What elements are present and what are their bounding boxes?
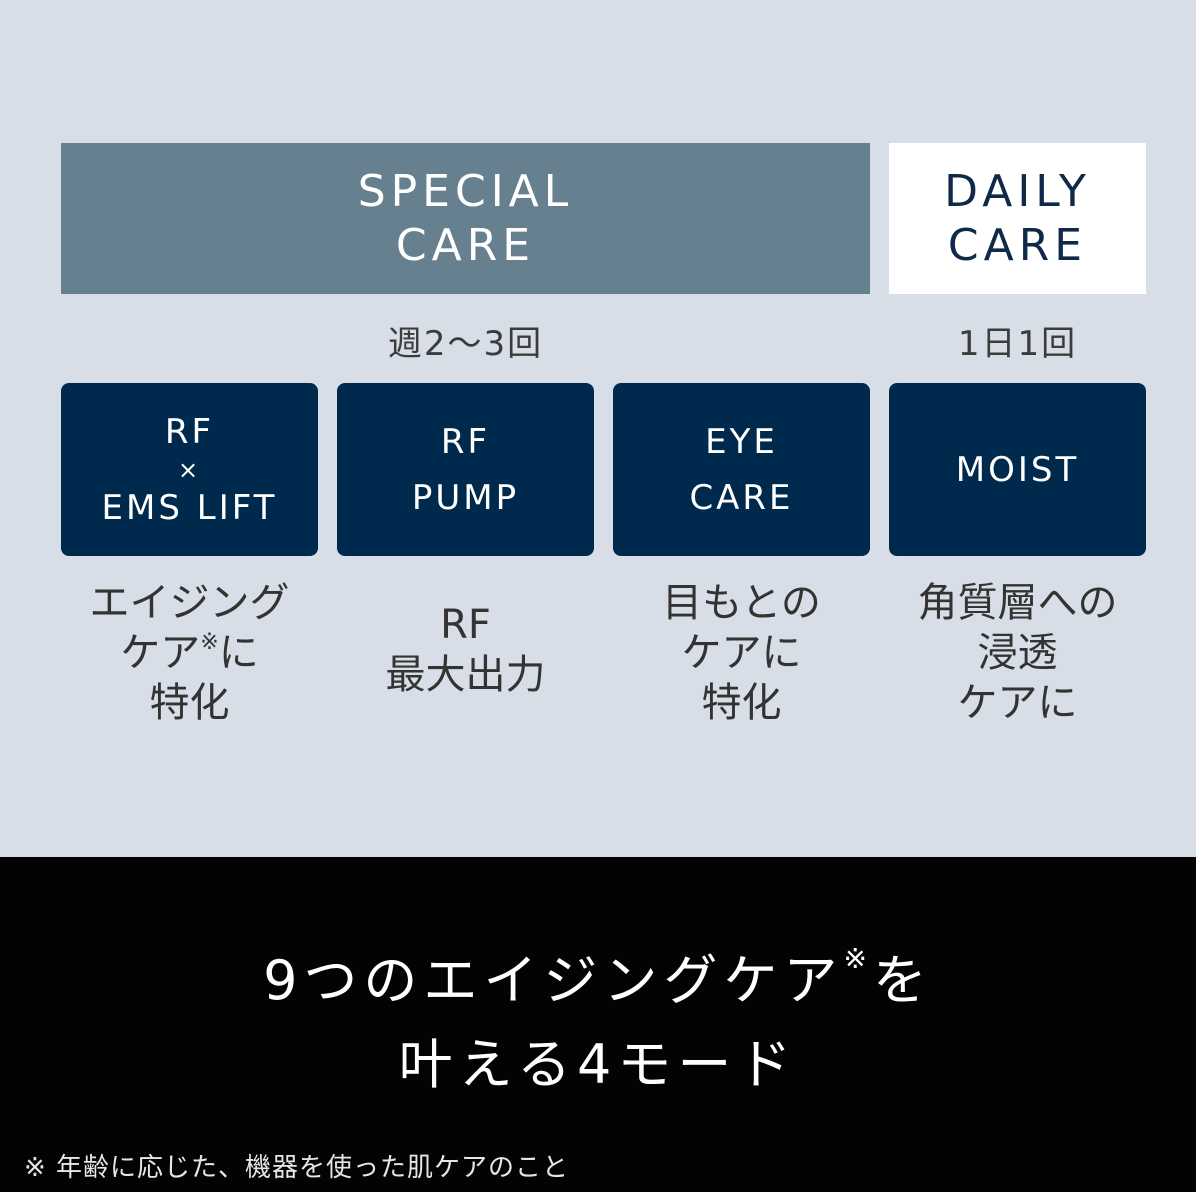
mode-desc-rf-ems-lift: エイジング ケア※に 特化 [61, 578, 318, 728]
headline-text: を [872, 949, 933, 1012]
desc-line: 特化 [149, 680, 230, 726]
desc-text: ケア [120, 630, 201, 676]
daily-care-line1: DAILY [944, 165, 1091, 217]
desc-line: 最大出力 [385, 652, 546, 698]
mode-card-eye-care: EYE CARE [613, 383, 870, 556]
mode-label-line: RF [164, 411, 215, 452]
headline-line1: 9つのエイジングケア※を [0, 939, 1196, 1023]
desc-line: ケアに [957, 680, 1078, 726]
headline-panel: 9つのエイジングケア※を 叶える4モード ※ 年齢に応じた、機器を使った肌ケアの… [0, 857, 1196, 1192]
special-care-line1: SPECIAL [357, 165, 574, 217]
desc-line: 特化 [701, 680, 782, 726]
headline-text: 9つのエイジングケア [263, 949, 844, 1012]
mode-label-line: EYE [705, 421, 778, 462]
desc-line: エイジング [89, 580, 290, 626]
mode-card-rf-pump: RF PUMP [337, 383, 594, 556]
desc-line: 目もとの [662, 580, 821, 626]
headline: 9つのエイジングケア※を 叶える4モード [0, 939, 1196, 1107]
mode-label-line: EMS LIFT [101, 487, 278, 528]
mode-label-line: PUMP [411, 477, 520, 518]
desc-line: ケアに [681, 630, 802, 676]
desc-line: ケア※に [61, 628, 318, 678]
mode-label-times: × [177, 455, 202, 484]
mode-desc-eye-care: 目もとの ケアに 特化 [613, 578, 870, 728]
special-care-banner: SPECIAL CARE [61, 143, 870, 294]
headline-line2: 叶える4モード [398, 1033, 798, 1096]
footnote: ※ 年齢に応じた、機器を使った肌ケアのこと [24, 1153, 570, 1183]
mode-desc-rf-pump: RF 最大出力 [337, 600, 594, 700]
mode-label-line: MOIST [955, 449, 1080, 490]
daily-care-frequency: 1日1回 [957, 324, 1078, 364]
mode-overview-panel: SPECIAL CARE DAILY CARE 週2〜3回 1日1回 RF × … [61, 143, 1146, 728]
footnote-mark: ※ [200, 630, 219, 655]
daily-care-banner: DAILY CARE [889, 143, 1146, 294]
mode-desc-moist: 角質層への 浸透 ケアに [889, 578, 1146, 728]
mode-label-line: CARE [689, 477, 794, 518]
mode-label-line: RF [440, 421, 491, 462]
mode-card-moist: MOIST [889, 383, 1146, 556]
special-care-frequency: 週2〜3回 [387, 324, 544, 364]
desc-text: に [218, 630, 259, 676]
footnote-mark: ※ [843, 942, 873, 975]
desc-line: 浸透 [977, 630, 1058, 676]
daily-care-line2: CARE [947, 219, 1088, 271]
special-care-line2: CARE [395, 219, 536, 271]
mode-card-rf-ems-lift: RF × EMS LIFT [61, 383, 318, 556]
desc-line: 角質層への [917, 580, 1118, 626]
desc-line: RF [440, 602, 491, 648]
